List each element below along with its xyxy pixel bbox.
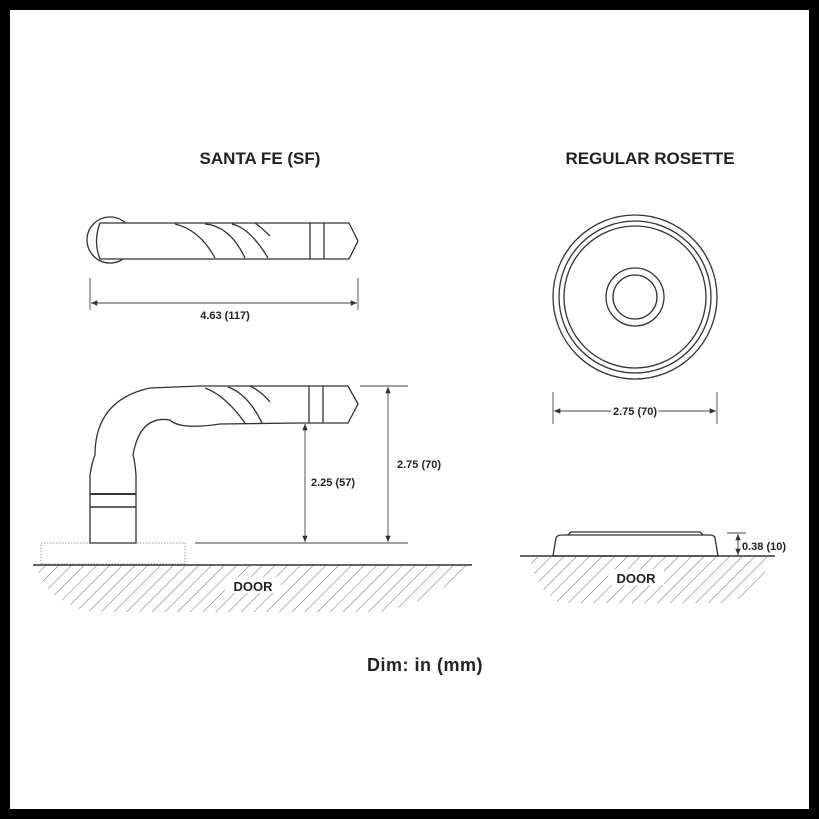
length-dimension: 4.63 (117): [89, 278, 359, 322]
rosette-thickness-label: 0.38 (10): [742, 541, 786, 553]
units-note: Dim: in (mm): [367, 655, 483, 675]
handle-top-view: [86, 216, 359, 264]
handle-side-view: [40, 385, 359, 565]
door-section-right: DOOR: [520, 555, 775, 603]
projection-label: 2.25 (57): [311, 477, 355, 489]
rosette-front-view: [552, 214, 718, 380]
length-label: 4.63 (117): [200, 310, 250, 322]
door-label-left: DOOR: [234, 579, 274, 594]
rosette-title: REGULAR ROSETTE: [565, 149, 734, 168]
rosette-side-view: 0.38 (10): [552, 531, 786, 557]
height-dimensions: 2.25 (57) 2.75 (70): [195, 385, 441, 544]
height-label: 2.75 (70): [397, 459, 441, 471]
handle-title: SANTA FE (SF): [200, 149, 321, 168]
rosette-outline: [40, 542, 186, 565]
rosette-diameter-label: 2.75 (70): [613, 406, 657, 418]
rosette-diameter-dimension: 2.75 (70): [552, 392, 718, 424]
door-section-left: DOOR: [33, 564, 472, 612]
door-label-right: DOOR: [617, 571, 657, 586]
